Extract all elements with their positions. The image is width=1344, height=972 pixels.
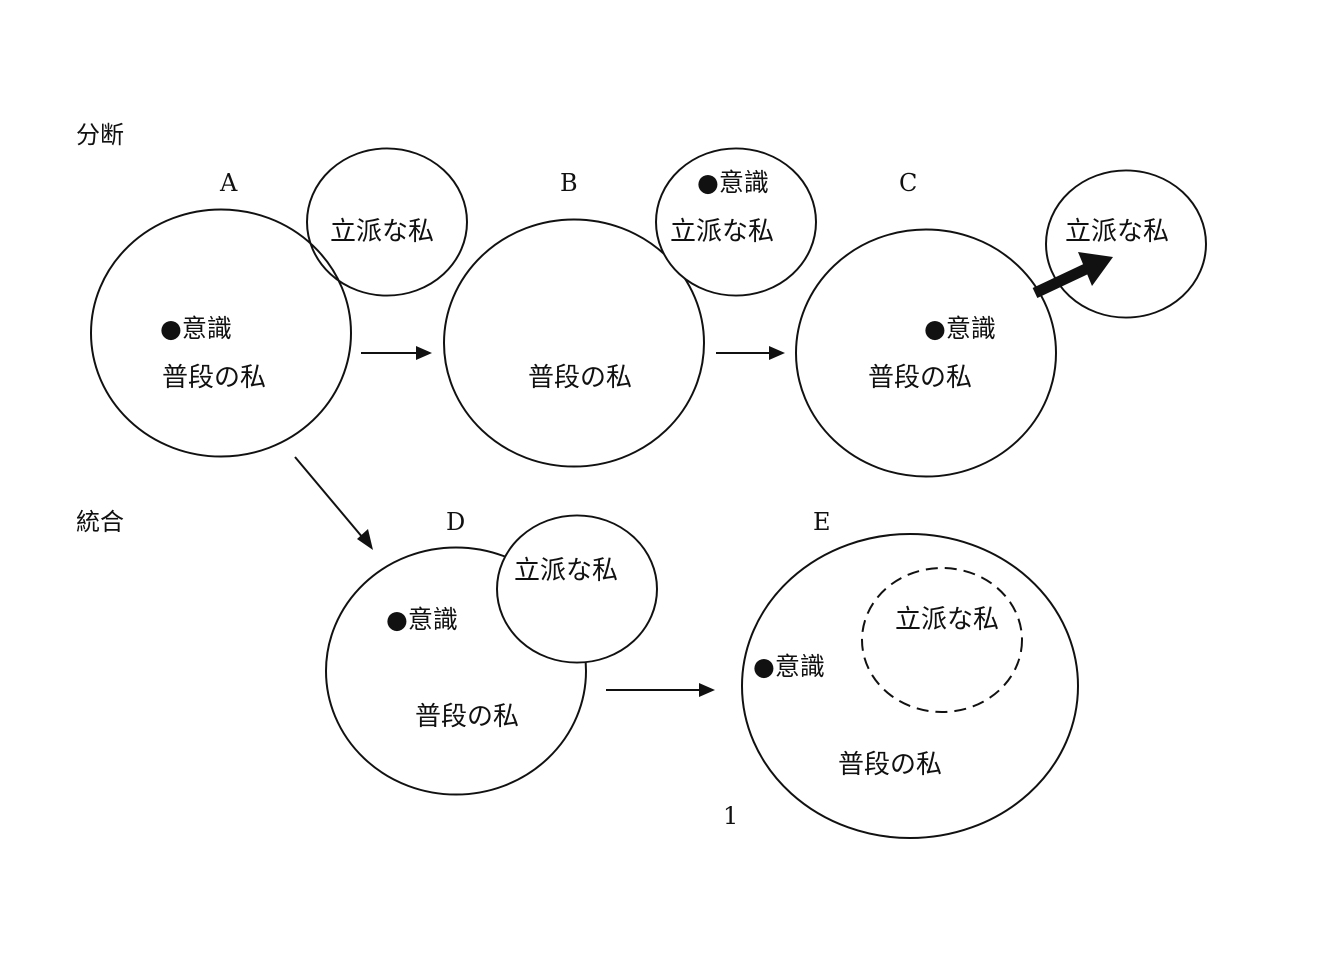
diagram-b-outer-circle bbox=[443, 218, 705, 468]
diagram-b-inner-label: 立派な私 bbox=[670, 217, 774, 247]
diagram-c-escape-arrow bbox=[1032, 252, 1113, 298]
page-number: 1 bbox=[723, 802, 738, 830]
diagram-d-inner-label: 立派な私 bbox=[514, 556, 618, 586]
arrow-b-to-c bbox=[716, 346, 785, 360]
diagram-a-letter: A bbox=[219, 169, 238, 197]
diagram-c-outer-label: 普段の私 bbox=[868, 363, 972, 393]
diagram-e-letter: E bbox=[813, 508, 831, 536]
diagram-c: C 立派な私 ●意識 普段の私 bbox=[795, 169, 1207, 478]
diagram-d-letter: D bbox=[446, 508, 465, 536]
section-label-split: 分断 bbox=[76, 121, 124, 149]
diagram-e-inner-label: 立派な私 bbox=[895, 605, 999, 635]
section-label-integrate: 統合 bbox=[76, 508, 124, 536]
diagram-d-inner-circle bbox=[496, 514, 658, 664]
diagram-a-outer-circle bbox=[90, 208, 352, 458]
diagram-b-inner-circle bbox=[655, 147, 817, 297]
diagram-e-outer-label: 普段の私 bbox=[838, 750, 942, 780]
diagram-e-dot-label: ●意識 bbox=[753, 652, 825, 681]
diagram-d-outer-label: 普段の私 bbox=[415, 702, 519, 732]
diagram-e-outer-circle bbox=[741, 533, 1079, 839]
diagram-c-inner-label: 立派な私 bbox=[1065, 217, 1169, 247]
diagram-c-inner-circle bbox=[1045, 169, 1207, 319]
diagram-c-outer-circle bbox=[795, 228, 1057, 478]
diagram-c-letter: C bbox=[899, 169, 917, 197]
arrow-d-to-e bbox=[606, 683, 715, 697]
diagram-c-dot-label: ●意識 bbox=[924, 314, 996, 343]
diagram-a-inner-label: 立派な私 bbox=[330, 217, 434, 247]
diagram-a-outer-label: 普段の私 bbox=[162, 363, 266, 393]
diagram-b: B ●意識 立派な私 普段の私 bbox=[443, 147, 817, 468]
diagram-d-dot-label: ●意識 bbox=[386, 605, 458, 634]
diagram-d-outer-circle bbox=[325, 546, 587, 796]
arrow-a-to-b bbox=[361, 346, 432, 360]
diagram-a: A 立派な私 ●意識 普段の私 bbox=[90, 147, 468, 458]
arrow-a-to-d bbox=[294, 456, 373, 550]
diagram-a-dot-label: ●意識 bbox=[160, 314, 232, 343]
diagram-e-inner-circle-dashed bbox=[861, 567, 1023, 713]
diagram-b-dot-label: ●意識 bbox=[697, 168, 769, 197]
diagram-e: E 立派な私 ●意識 普段の私 bbox=[741, 508, 1079, 839]
diagram-d: D 立派な私 ●意識 普段の私 bbox=[325, 508, 658, 796]
diagram-b-letter: B bbox=[560, 169, 578, 197]
diagram-b-outer-label: 普段の私 bbox=[528, 363, 632, 393]
diagram-a-inner-circle bbox=[306, 147, 468, 297]
